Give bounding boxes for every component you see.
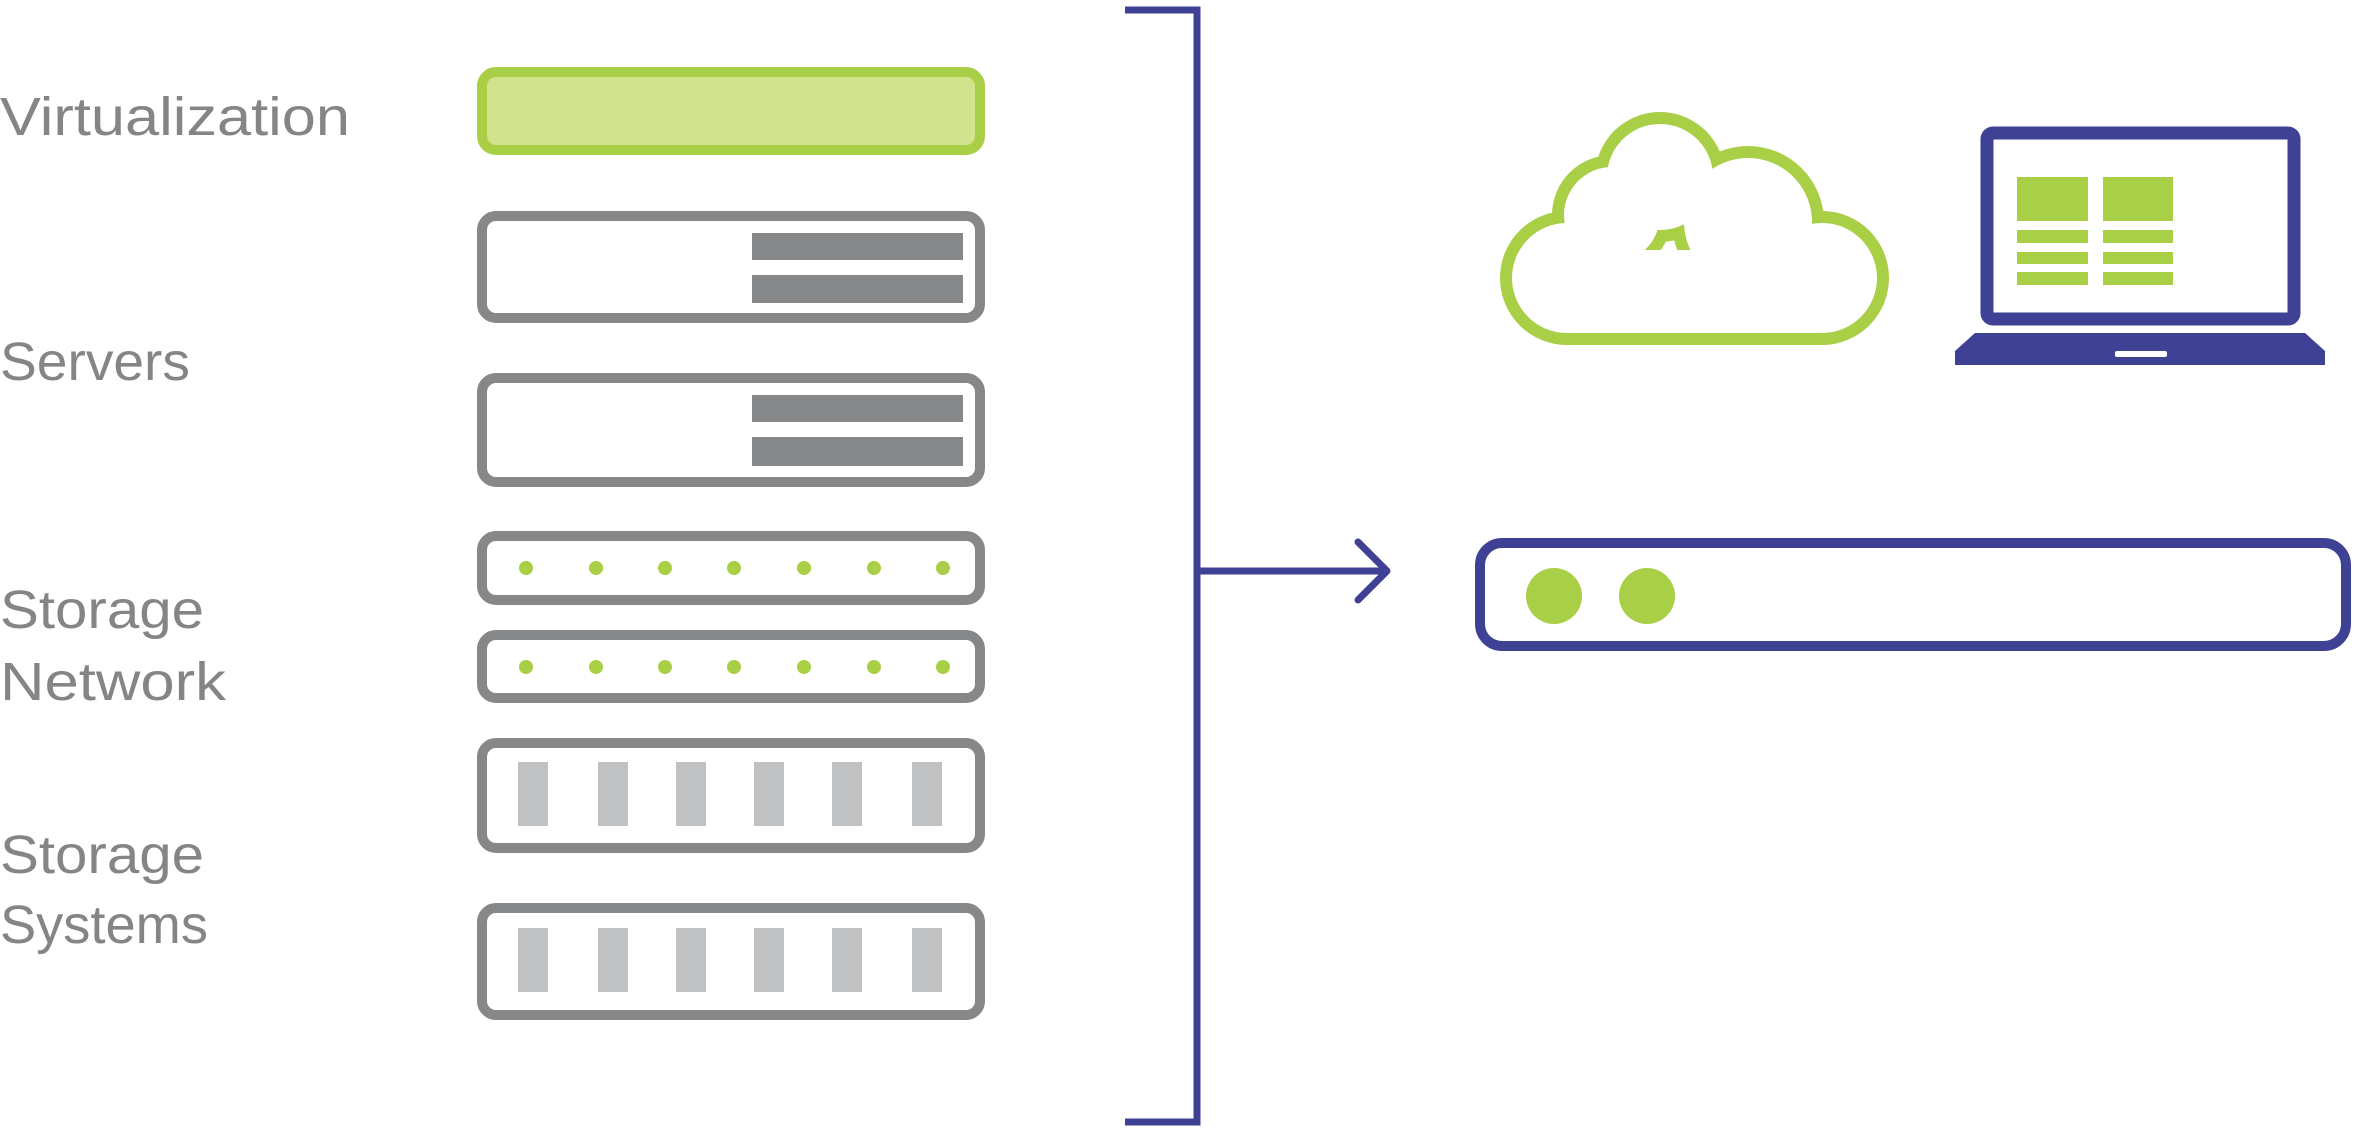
cloud-icon bbox=[1500, 112, 1889, 345]
hyperconverged-appliance-icon bbox=[1475, 538, 2351, 651]
label-storage-systems-1: Storage bbox=[0, 825, 204, 885]
server-icon bbox=[477, 373, 985, 487]
port-led-icon bbox=[519, 660, 533, 674]
port-led-icon bbox=[589, 561, 603, 575]
label-servers: Servers bbox=[0, 332, 190, 392]
network-switch-icon bbox=[477, 531, 985, 605]
port-led-icon bbox=[589, 660, 603, 674]
drive-bay-icon bbox=[676, 762, 706, 826]
port-led-icon bbox=[797, 660, 811, 674]
server-icon bbox=[477, 211, 985, 323]
port-led-icon bbox=[727, 660, 741, 674]
port-led-icon bbox=[658, 561, 672, 575]
port-led-icon bbox=[727, 561, 741, 575]
drive-bay-icon bbox=[912, 928, 942, 992]
drive-bay-icon bbox=[676, 928, 706, 992]
port-led-icon bbox=[867, 561, 881, 575]
network-switch-icon bbox=[477, 630, 985, 703]
storage-array-icon bbox=[477, 738, 985, 853]
virtualization-layer-icon bbox=[477, 67, 985, 155]
drive-bay-icon bbox=[832, 762, 862, 826]
drive-bay-icon bbox=[832, 928, 862, 992]
label-storage-network-1: Storage bbox=[0, 580, 204, 640]
port-led-icon bbox=[867, 660, 881, 674]
drive-bay-icon bbox=[754, 928, 784, 992]
label-storage-systems-2: Systems bbox=[0, 895, 208, 955]
drive-bay-icon bbox=[518, 762, 548, 826]
port-led-icon bbox=[658, 660, 672, 674]
port-led-icon bbox=[797, 561, 811, 575]
label-virtualization: Virtualization bbox=[0, 87, 350, 147]
drive-bay-icon bbox=[912, 762, 942, 826]
drive-bay-icon bbox=[598, 928, 628, 992]
drive-bay-icon bbox=[754, 762, 784, 826]
laptop-icon bbox=[1955, 126, 2325, 365]
drive-bay-icon bbox=[518, 928, 548, 992]
port-led-icon bbox=[936, 561, 950, 575]
bracket-arrow-icon bbox=[1125, 6, 1391, 1126]
storage-array-icon bbox=[477, 903, 985, 1020]
port-led-icon bbox=[519, 561, 533, 575]
port-led-icon bbox=[936, 660, 950, 674]
label-storage-network-2: Network bbox=[0, 652, 227, 712]
drive-bay-icon bbox=[598, 762, 628, 826]
